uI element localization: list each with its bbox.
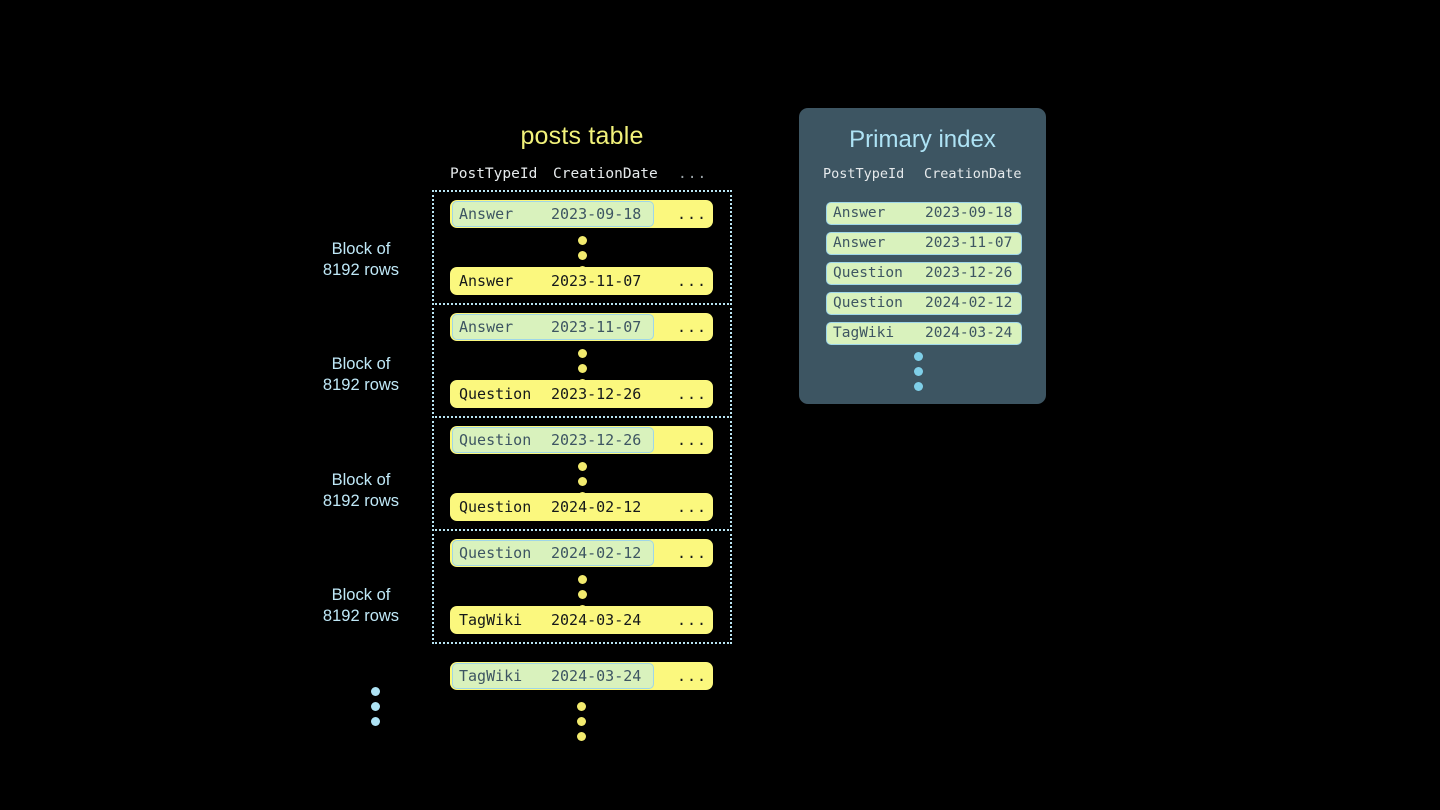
row-creationdate: 2023-12-26 bbox=[551, 431, 642, 449]
row-posttypeid: Answer bbox=[459, 272, 514, 290]
list-item[interactable]: Answer 2023-09-18 bbox=[826, 202, 1022, 225]
block-label-1-line1: Block of bbox=[331, 240, 391, 258]
index-entry-posttypeid: Answer bbox=[833, 205, 886, 221]
block-label-3-line2: 8192 rows bbox=[322, 492, 400, 510]
column-header-creationdate: CreationDate bbox=[553, 166, 658, 182]
block-label-4-line1: Block of bbox=[331, 586, 391, 604]
row-creationdate: 2024-03-24 bbox=[551, 667, 642, 685]
block-label-2-line1: Block of bbox=[331, 355, 391, 373]
primary-index-panel: Primary index PostTypeId CreationDate An… bbox=[799, 108, 1046, 404]
posts-table-title: posts table bbox=[520, 122, 644, 150]
row-highlight-box bbox=[452, 540, 654, 566]
list-item[interactable]: Answer 2023-11-07 bbox=[826, 232, 1022, 255]
row-ellipsis: ... bbox=[677, 272, 708, 290]
index-column-header-posttypeid: PostTypeId bbox=[823, 166, 905, 182]
block-label-4-line2: 8192 rows bbox=[322, 607, 400, 625]
block-4: Question 2024-02-12 ... TagWiki 2024-03-… bbox=[432, 529, 732, 644]
block-label-3-line1: Block of bbox=[331, 471, 391, 489]
row-posttypeid: TagWiki bbox=[459, 667, 523, 685]
column-header-posttypeid: PostTypeId bbox=[450, 166, 538, 182]
table-row[interactable]: Question 2024-02-12 ... bbox=[450, 493, 713, 521]
index-column-header-creationdate: CreationDate bbox=[924, 166, 1022, 182]
row-posttypeid: Question bbox=[459, 498, 532, 516]
row-creationdate: 2023-11-07 bbox=[551, 272, 642, 290]
row-highlight-box bbox=[452, 663, 654, 689]
row-ellipsis: ... bbox=[677, 498, 708, 516]
row-ellipsis: ... bbox=[677, 611, 708, 629]
row-creationdate: 2024-02-12 bbox=[551, 544, 642, 562]
index-entry-creationdate: 2024-02-12 bbox=[925, 295, 1013, 311]
block-label-2: Block of 8192 rows bbox=[300, 354, 422, 396]
index-entry-posttypeid: Question bbox=[833, 295, 903, 311]
column-header-ellipsis: ... bbox=[678, 166, 708, 182]
block-2: Answer 2023-11-07 ... Question 2023-12-2… bbox=[432, 303, 732, 418]
primary-index-column-headers: PostTypeId CreationDate bbox=[823, 166, 1023, 186]
block-label-3: Block of 8192 rows bbox=[300, 470, 422, 512]
row-posttypeid: TagWiki bbox=[459, 611, 523, 629]
row-creationdate: 2023-09-18 bbox=[551, 205, 642, 223]
table-bottom-ellipsis-icon bbox=[577, 702, 586, 747]
row-posttypeid: Answer bbox=[459, 318, 514, 336]
posts-table-column-headers: PostTypeId CreationDate ... bbox=[450, 166, 713, 186]
row-ellipsis: ... bbox=[677, 667, 708, 685]
block-1: Answer 2023-09-18 ... Answer 2023-11-07 … bbox=[432, 190, 732, 305]
row-creationdate: 2023-12-26 bbox=[551, 385, 642, 403]
row-posttypeid: Question bbox=[459, 385, 532, 403]
table-row[interactable]: TagWiki 2024-03-24 ... bbox=[450, 606, 713, 634]
index-entry-posttypeid: Answer bbox=[833, 235, 886, 251]
table-row[interactable]: Question 2023-12-26 ... bbox=[450, 380, 713, 408]
row-ellipsis: ... bbox=[677, 544, 708, 562]
primary-index-ellipsis-icon bbox=[914, 352, 923, 397]
index-entry-creationdate: 2023-09-18 bbox=[925, 205, 1013, 221]
row-ellipsis: ... bbox=[677, 318, 708, 336]
block-label-1: Block of 8192 rows bbox=[300, 239, 422, 281]
block-label-4: Block of 8192 rows bbox=[300, 585, 422, 627]
row-ellipsis: ... bbox=[677, 431, 708, 449]
blocks-continue-ellipsis-icon bbox=[371, 687, 380, 732]
row-ellipsis: ... bbox=[677, 205, 708, 223]
row-highlight-box bbox=[452, 201, 654, 227]
index-entry-posttypeid: Question bbox=[833, 265, 903, 281]
table-row[interactable]: Answer 2023-11-07 ... bbox=[450, 313, 713, 341]
posts-table-blocks: Answer 2023-09-18 ... Answer 2023-11-07 … bbox=[432, 190, 732, 644]
row-ellipsis: ... bbox=[677, 385, 708, 403]
list-item[interactable]: Question 2023-12-26 bbox=[826, 262, 1022, 285]
table-row[interactable]: TagWiki 2024-03-24 ... bbox=[450, 662, 713, 690]
index-entry-creationdate: 2024-03-24 bbox=[925, 325, 1013, 341]
row-posttypeid: Question bbox=[459, 544, 532, 562]
primary-index-title: Primary index bbox=[849, 126, 996, 153]
table-row[interactable]: Answer 2023-09-18 ... bbox=[450, 200, 713, 228]
index-entry-creationdate: 2023-11-07 bbox=[925, 235, 1013, 251]
index-entry-posttypeid: TagWiki bbox=[833, 325, 895, 341]
tail-row-container: TagWiki 2024-03-24 ... bbox=[450, 662, 713, 690]
block-label-2-line2: 8192 rows bbox=[322, 376, 400, 394]
row-creationdate: 2023-11-07 bbox=[551, 318, 642, 336]
table-row[interactable]: Question 2023-12-26 ... bbox=[450, 426, 713, 454]
index-entry-creationdate: 2023-12-26 bbox=[925, 265, 1013, 281]
row-highlight-box bbox=[452, 427, 654, 453]
block-3: Question 2023-12-26 ... Question 2024-02… bbox=[432, 416, 732, 531]
primary-index-entries: Answer 2023-09-18 Answer 2023-11-07 Ques… bbox=[826, 202, 1022, 352]
row-creationdate: 2024-03-24 bbox=[551, 611, 642, 629]
row-creationdate: 2024-02-12 bbox=[551, 498, 642, 516]
table-row[interactable]: Answer 2023-11-07 ... bbox=[450, 267, 713, 295]
list-item[interactable]: TagWiki 2024-03-24 bbox=[826, 322, 1022, 345]
row-posttypeid: Answer bbox=[459, 205, 514, 223]
row-posttypeid: Question bbox=[459, 431, 532, 449]
block-label-1-line2: 8192 rows bbox=[322, 261, 400, 279]
list-item[interactable]: Question 2024-02-12 bbox=[826, 292, 1022, 315]
table-row[interactable]: Question 2024-02-12 ... bbox=[450, 539, 713, 567]
row-highlight-box bbox=[452, 314, 654, 340]
